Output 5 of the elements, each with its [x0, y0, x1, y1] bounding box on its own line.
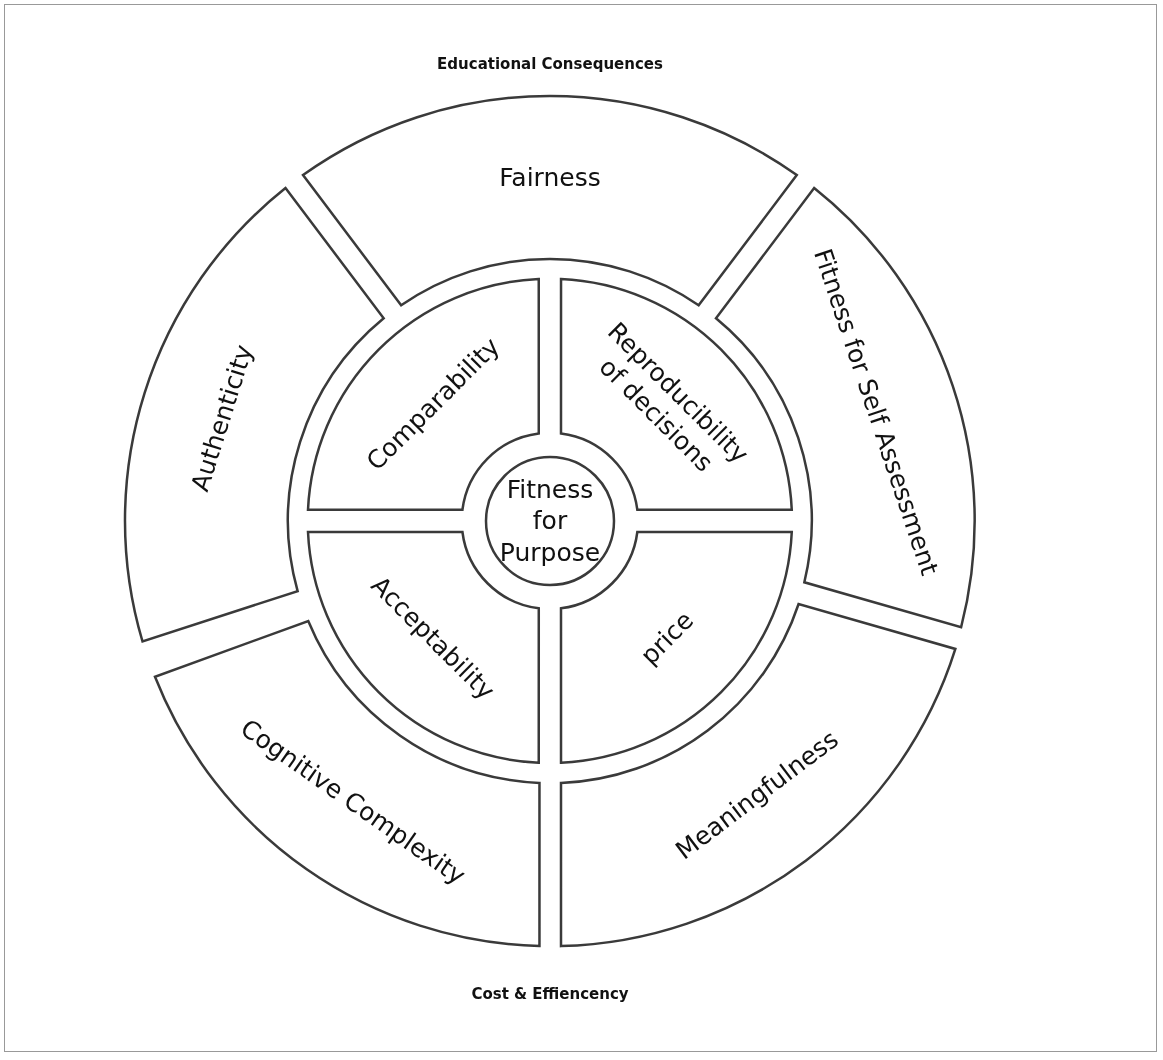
segment-label: Fairness [498, 161, 602, 194]
segment-label: Fitness for Purpose [498, 474, 602, 568]
top-heading: Educational Consequences [437, 55, 663, 73]
outer-ring-segment [301, 94, 799, 308]
bottom-heading: Cost & Effiencency [471, 985, 629, 1003]
